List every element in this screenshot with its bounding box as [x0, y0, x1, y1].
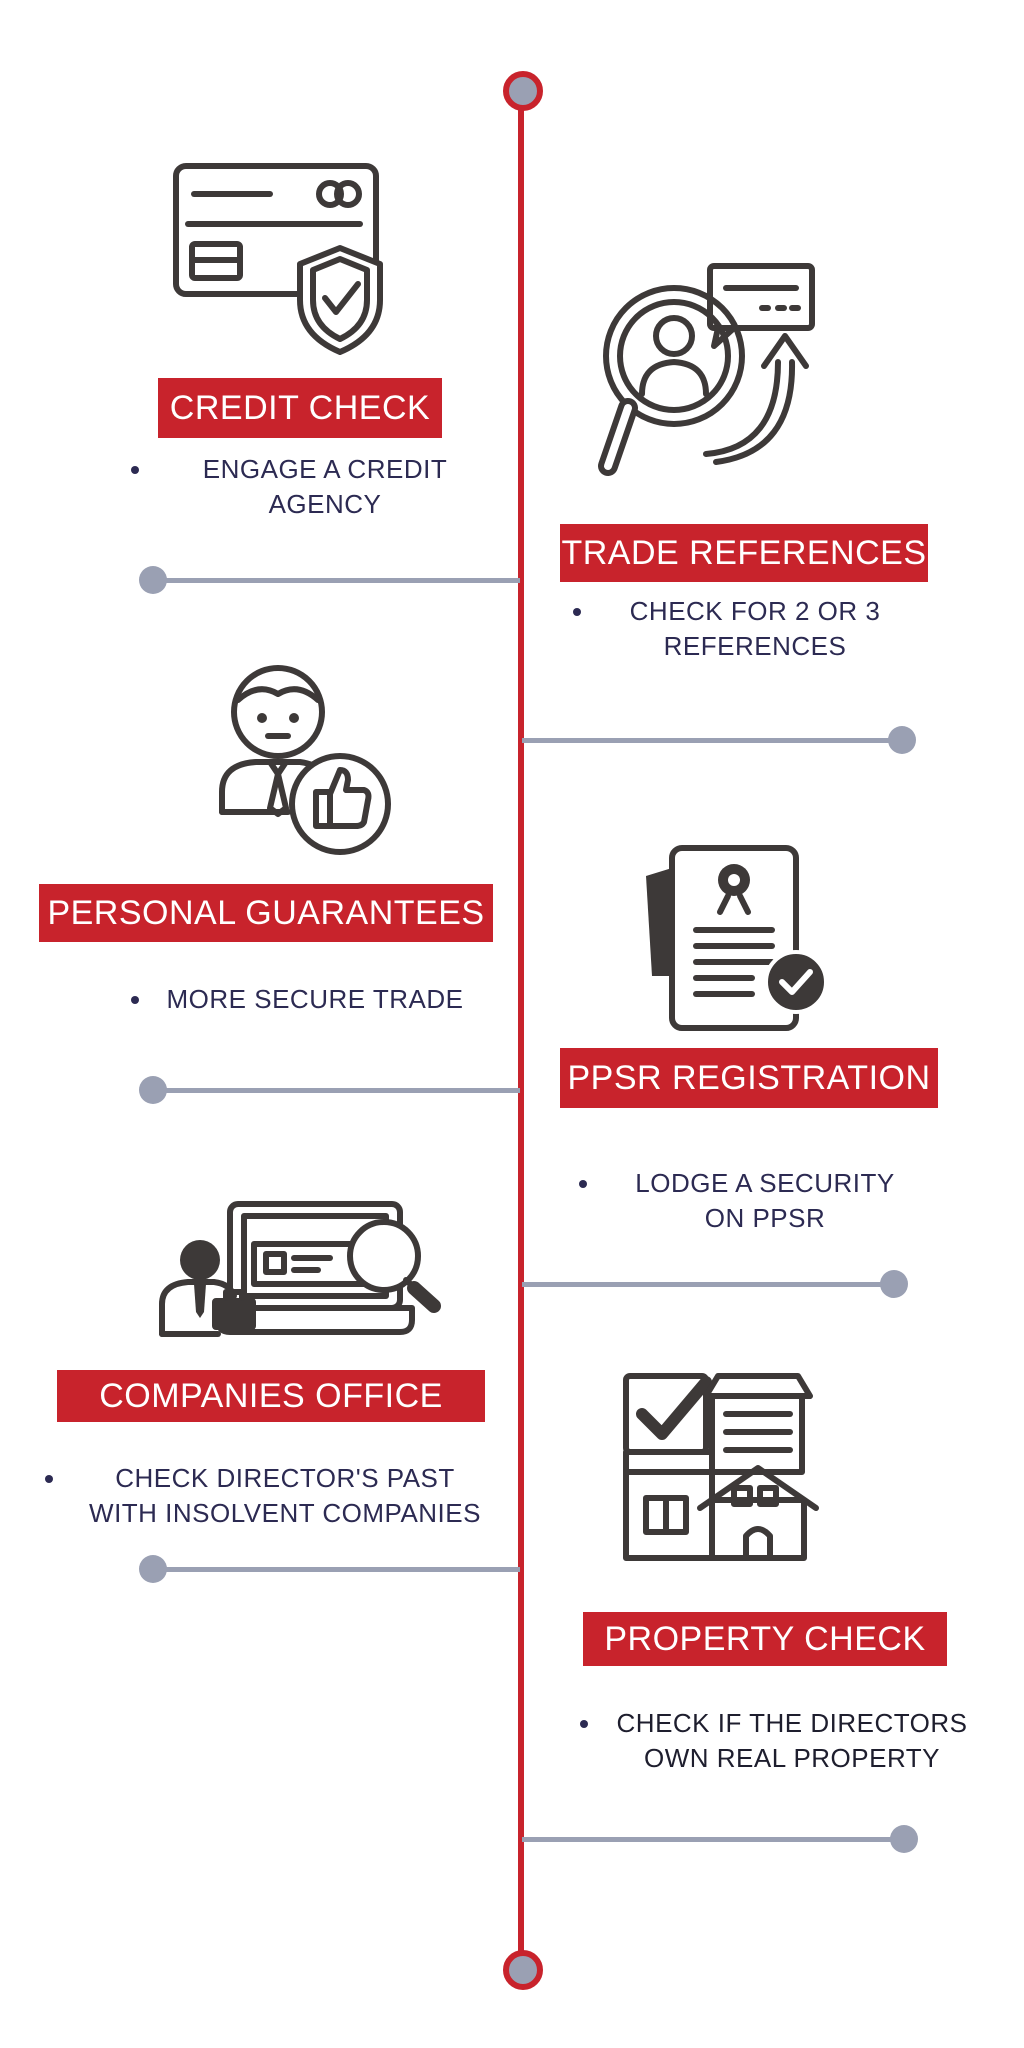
branch-line-trade-references: [522, 738, 902, 743]
step-title-ppsr-registration: PPSR REGISTRATION: [560, 1048, 938, 1108]
bullet-dot: [131, 996, 139, 1004]
step-bullet-trade-references: CHECK FOR 2 OR 3 REFERENCES: [629, 596, 881, 661]
step-title-credit-check: CREDIT CHECK: [158, 378, 442, 438]
branch-line-property-check: [522, 1837, 904, 1842]
step-bullet-ppsr-registration: LODGE A SECURITY ON PPSR: [635, 1168, 895, 1233]
branch-line-personal-guarantees: [152, 1088, 520, 1093]
bullet-dot: [45, 1475, 53, 1483]
buildings-check-icon: [623, 1373, 819, 1561]
laptop-search-icon: [159, 1201, 441, 1337]
step-bullet-companies-office: CHECK DIRECTOR'S PAST WITH INSOLVENT COM…: [89, 1463, 481, 1528]
branch-dot-personal-guarantees: [139, 1076, 167, 1104]
branch-line-ppsr-registration: [522, 1282, 894, 1287]
step-title-companies-office: COMPANIES OFFICE: [57, 1370, 485, 1422]
branch-dot-companies-office: [139, 1555, 167, 1583]
step-title-trade-references: TRADE REFERENCES: [560, 524, 928, 582]
bullet-dot: [573, 608, 581, 616]
step-bullet-credit-check: ENGAGE A CREDIT AGENCY: [202, 454, 448, 519]
step-bullet-property-check: CHECK IF THE DIRECTORS OWN REAL PROPERTY: [616, 1708, 968, 1773]
branch-line-companies-office: [152, 1567, 520, 1572]
step-title-property-check: PROPERTY CHECK: [583, 1612, 947, 1666]
bullet-dot: [580, 1720, 588, 1728]
timeline-end-dot: [503, 1950, 543, 1990]
step-bullet-personal-guarantees: MORE SECURE TRADE: [166, 984, 464, 1014]
step-title-personal-guarantees: PERSONAL GUARANTEES: [39, 884, 493, 942]
branch-dot-property-check: [890, 1825, 918, 1853]
branch-line-credit-check: [152, 578, 520, 583]
timeline-start-dot: [503, 71, 543, 111]
branch-dot-credit-check: [139, 566, 167, 594]
certificate-document-icon: [646, 845, 828, 1031]
credit-card-shield-icon: [173, 163, 383, 355]
bullet-dot: [131, 466, 139, 474]
person-thumbs-up-icon: [219, 665, 391, 855]
bullet-dot: [579, 1180, 587, 1188]
timeline-line: [518, 90, 524, 1960]
magnifier-person-icon: [598, 263, 815, 476]
branch-dot-ppsr-registration: [880, 1270, 908, 1298]
branch-dot-trade-references: [888, 726, 916, 754]
